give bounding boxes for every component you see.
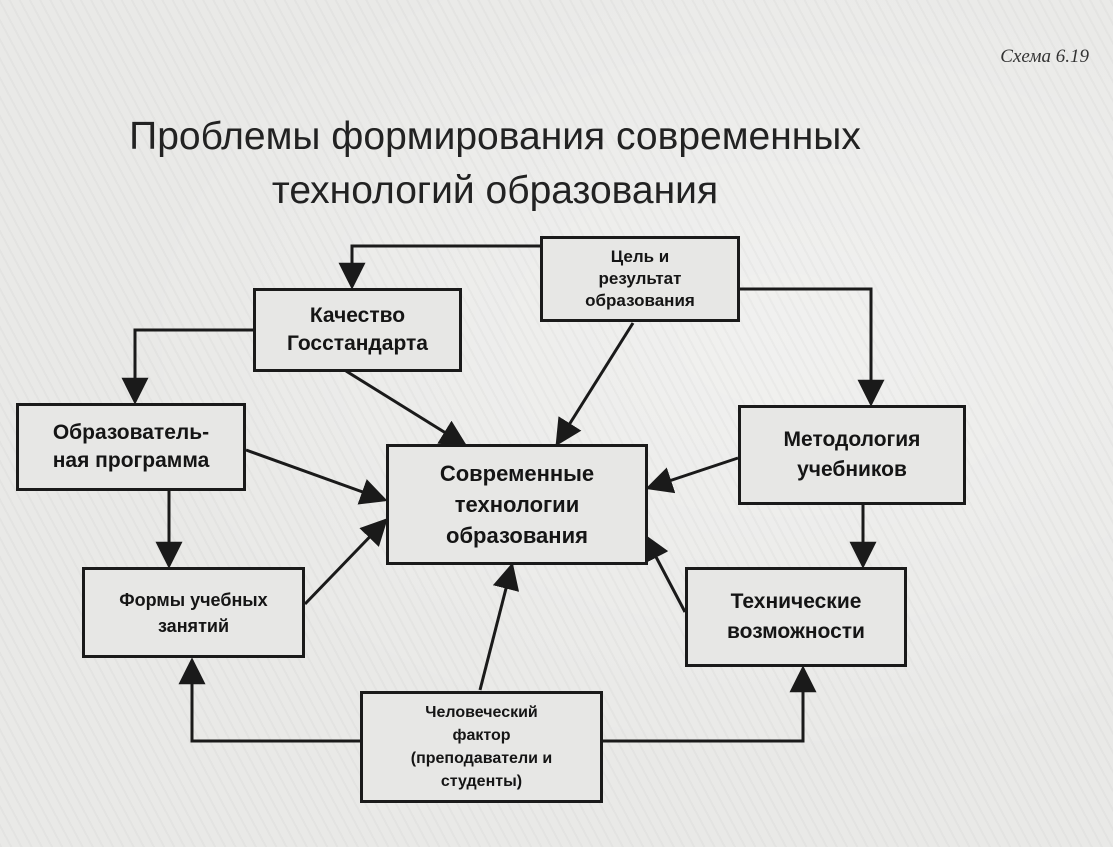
arrow-methodology-to-center xyxy=(645,456,739,494)
arrow-technical-to-center xyxy=(643,533,687,613)
scheme-label: Схема 6.19 xyxy=(1000,46,1089,67)
node-program-label: Образователь- ная программа xyxy=(52,421,210,472)
node-quality-label: Качество Госстандарта xyxy=(287,304,428,355)
node-standard-quality: Качество Госстандарта xyxy=(253,288,462,372)
node-human-label: Человеческий фактор (преподаватели и сту… xyxy=(410,704,553,790)
node-educational-program: Образователь- ная программа xyxy=(16,403,246,491)
node-technical-label: Технические возможности xyxy=(727,590,865,643)
arrow-human-to-technical xyxy=(603,665,817,743)
node-modern-technologies: Современные технологии образования xyxy=(386,444,648,565)
arrow-forms-to-center xyxy=(303,518,388,606)
arrow-quality-to-center xyxy=(345,369,468,447)
node-class-forms: Формы учебных занятий xyxy=(82,567,305,658)
arrow-human-to-forms xyxy=(178,657,360,743)
node-center-label: Современные технологии образования xyxy=(439,461,595,548)
node-goal-label: Цель и результат образования xyxy=(585,247,695,310)
node-methodology-label: Методология учебников xyxy=(783,428,921,481)
arrow-program-to-center xyxy=(245,448,388,505)
node-textbook-methodology: Методология учебников xyxy=(738,405,966,505)
node-human-factor: Человеческий фактор (преподаватели и сту… xyxy=(360,691,603,803)
arrow-goal-to-quality xyxy=(338,244,540,290)
node-forms-label: Формы учебных занятий xyxy=(119,589,268,636)
arrow-quality-to-program xyxy=(121,328,253,405)
node-technical-capabilities: Технические возможности xyxy=(685,567,907,667)
arrow-goal-to-methodology xyxy=(740,287,885,407)
arrow-human-to-center xyxy=(478,562,520,691)
node-goal-and-result: Цель и результат образования xyxy=(540,236,740,322)
page-title: Проблемы формирования современных технол… xyxy=(129,115,861,212)
arrow-goal-to-center xyxy=(555,322,635,447)
